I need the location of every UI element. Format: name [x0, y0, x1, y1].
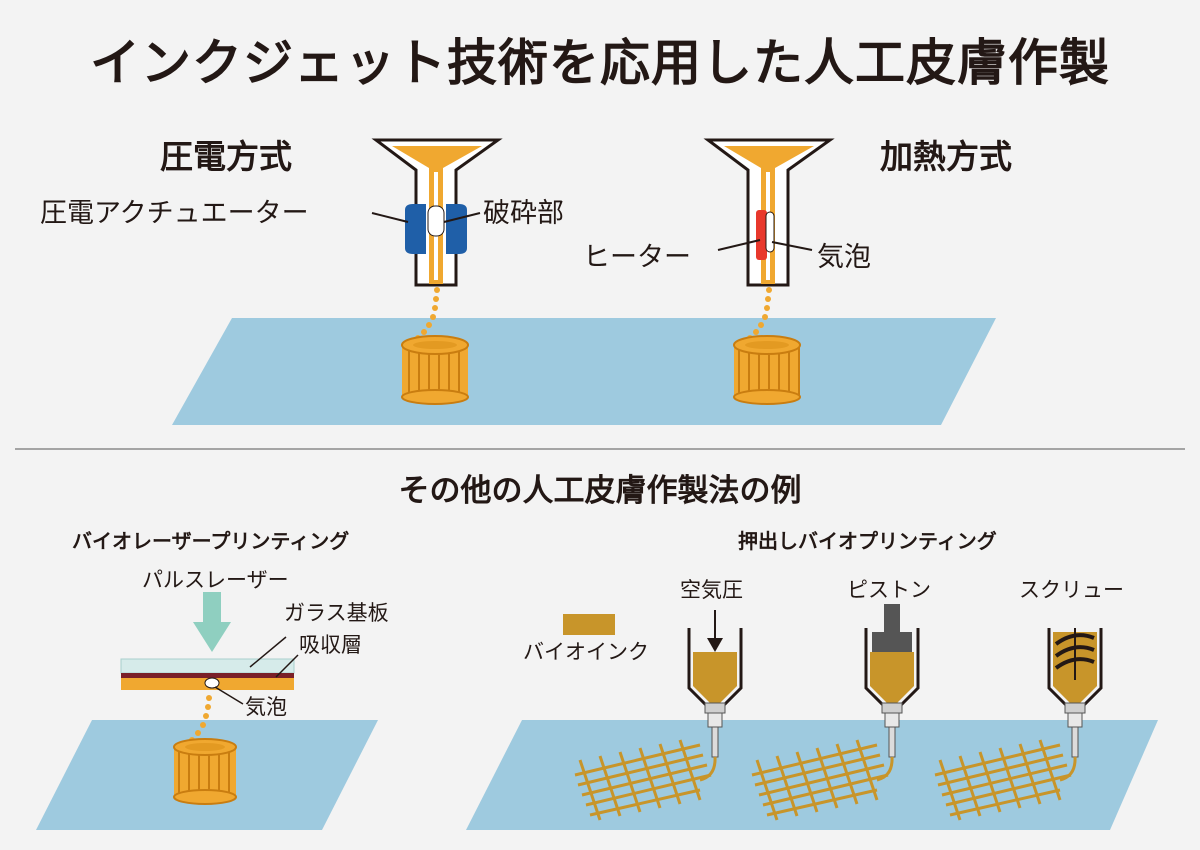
heater-label: ヒーター — [583, 242, 691, 273]
piezo-actuator-right — [446, 204, 467, 254]
other-methods-heading: その他の人工皮膚作製法の例 — [398, 473, 802, 509]
laser-skin-structure — [173, 738, 237, 805]
bioink-label: バイオインク — [523, 640, 649, 664]
lattice-1 — [574, 739, 717, 821]
piezo-heading: 圧電方式 — [160, 137, 292, 176]
bioink-swatch — [563, 614, 615, 635]
air-pressure-label: 空気圧 — [680, 578, 743, 602]
piezo-nozzle — [371, 138, 503, 287]
heater — [756, 210, 767, 260]
substrate-extrusion — [466, 720, 1158, 830]
absorb-layer-label: 吸収層 — [299, 633, 362, 657]
piezo-actuator-left — [405, 204, 426, 254]
glass-substrate-label: ガラス基板 — [284, 601, 389, 625]
syringe-piston — [864, 604, 920, 758]
laser-bubble-label: 気泡 — [245, 695, 287, 719]
lattice-3 — [934, 739, 1077, 821]
pulse-laser-label: パルスレーザー — [142, 568, 289, 592]
lattice-2 — [751, 739, 894, 821]
syringe-screw — [1047, 628, 1103, 758]
laser-heading: バイオレーザープリンティング — [72, 529, 350, 553]
page-title: インクジェット技術を応用した人工皮膚作製 — [90, 34, 1110, 92]
thermal-skin-structure — [733, 335, 801, 405]
screw-label: スクリュー — [1019, 578, 1124, 602]
piston-label: ピストン — [847, 578, 931, 602]
piezo-skin-structure — [401, 335, 469, 405]
syringe-air — [687, 610, 743, 758]
extrusion-heading: 押出しバイオプリンティング — [738, 529, 997, 553]
thermal-bubble-label: 気泡 — [817, 242, 871, 273]
piezo-crush-label: 破砕部 — [483, 198, 564, 229]
piezo-actuator-label: 圧電アクチュエーター — [40, 198, 309, 229]
laser-substrate-layers — [120, 658, 295, 690]
laser-arrow — [193, 592, 231, 652]
substrate-top — [172, 318, 996, 425]
thermal-heading: 加熱方式 — [880, 137, 1012, 176]
thermal-nozzle — [703, 138, 835, 287]
